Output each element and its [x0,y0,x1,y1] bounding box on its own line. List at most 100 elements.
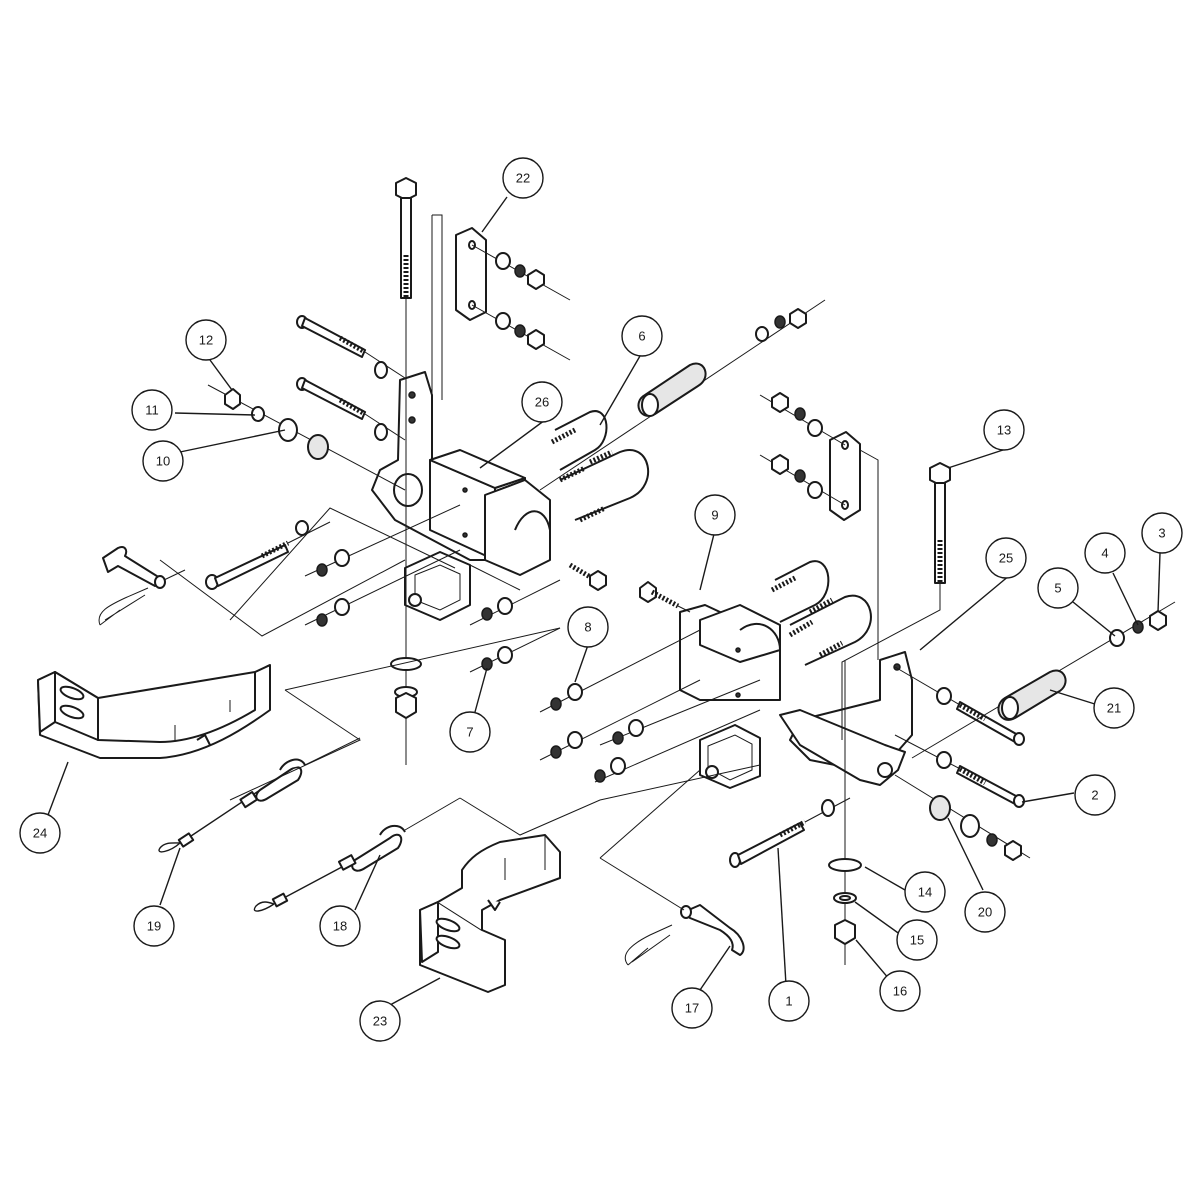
callout-circle [768,980,810,1022]
callout-number: 16 [893,984,907,999]
callout-number: 22 [516,171,530,186]
callout-circle [1074,774,1116,816]
callout-number: 18 [333,919,347,934]
clamp-plate-right [829,431,861,521]
hitch-pin-17 [599,857,745,966]
callout-number: 6 [638,329,645,344]
bolt-1 [729,797,851,868]
callout-4: 4 [1084,532,1126,574]
callout-circle [133,905,175,947]
horizontal-bolts-left-top [296,315,406,441]
callout-1: 1 [768,980,810,1022]
callout-layer: 1234567891011121314151617181920212223242… [19,157,1183,1042]
callout-circle [131,389,173,431]
callout-number: 13 [997,423,1011,438]
callout-circle [694,494,736,536]
callout-circle [502,157,544,199]
sleeve-tube-top [539,299,826,491]
callout-circle [879,970,921,1012]
u-bolts-right [770,560,872,666]
callout-number: 20 [978,905,992,920]
callout-number: 9 [711,508,718,523]
callout-11: 11 [131,389,173,431]
callout-number: 2 [1091,788,1098,803]
callout-8: 8 [567,606,609,648]
step-bar-24 [37,664,271,759]
callout-number: 12 [199,333,213,348]
callout-circle [904,871,946,913]
step-bar-23 [419,834,561,993]
u-bolts-left [550,410,649,523]
plate-22-hardware [471,244,571,361]
callout-17: 17 [671,987,713,1029]
callout-24: 24 [19,812,61,854]
vertical-bolt-left [390,177,422,765]
callout-circle [1037,567,1079,609]
callout-number: 24 [33,826,47,841]
callout-circle [319,905,361,947]
callout-5: 5 [1037,567,1079,609]
clamp-plate-22 [455,227,487,321]
callout-number: 14 [918,885,932,900]
callout-circle [1084,532,1126,574]
callout-3: 3 [1141,512,1183,554]
spacer-washer-nut-20 [894,774,1031,861]
callout-2: 2 [1074,774,1116,816]
callout-22: 22 [502,157,544,199]
safety-cable-18 [253,797,461,912]
callout-number: 19 [147,919,161,934]
callout-25: 25 [985,537,1027,579]
callout-number: 8 [584,620,591,635]
vertical-bolt-14-16-stack [828,660,862,965]
callout-circle [142,440,184,482]
callout-number: 1 [785,994,792,1009]
callout-circle [449,711,491,753]
callout-circle [359,1000,401,1042]
callout-number: 3 [1158,526,1165,541]
callout-6: 6 [621,315,663,357]
callout-9: 9 [694,494,736,536]
callout-number: 17 [685,1001,699,1016]
callout-18: 18 [319,905,361,947]
hardware-3-4-5-and-spacer-21 [911,601,1176,759]
callout-number: 4 [1101,546,1108,561]
callout-12: 12 [185,319,227,361]
callout-number: 10 [156,454,170,469]
callout-23: 23 [359,1000,401,1042]
callout-20: 20 [964,891,1006,933]
callout-26: 26 [521,381,563,423]
callout-7: 7 [449,711,491,753]
callout-16: 16 [879,970,921,1012]
hitch-pin-left [98,546,186,626]
callout-circle [19,812,61,854]
right-lower-hardware [539,629,761,783]
callout-number: 25 [999,551,1013,566]
spacer-washer-nut-stack-10-11-12 [207,384,406,491]
callout-circle [1093,687,1135,729]
bolt-9 [639,581,691,613]
callout-10: 10 [142,440,184,482]
callout-circle [621,315,663,357]
callout-number: 21 [1107,701,1121,716]
callout-circle [964,891,1006,933]
bolt-13 [929,462,951,600]
safety-cable-19 [158,737,361,853]
left-lower-hardware [205,504,561,673]
callout-15: 15 [896,919,938,961]
callout-number: 23 [373,1014,387,1029]
bolt-left-lower [568,562,607,591]
callout-21: 21 [1093,687,1135,729]
callout-number: 15 [910,933,924,948]
callout-circle [1141,512,1183,554]
right-bracket-assembly [679,604,913,789]
callout-number: 11 [145,403,159,418]
callout-19: 19 [133,905,175,947]
center-lines [159,214,941,859]
callout-14: 14 [904,871,946,913]
callout-circle [185,319,227,361]
callout-circle [896,919,938,961]
callout-circle [521,381,563,423]
callout-circle [983,409,1025,451]
left-bracket-assembly [371,371,551,621]
